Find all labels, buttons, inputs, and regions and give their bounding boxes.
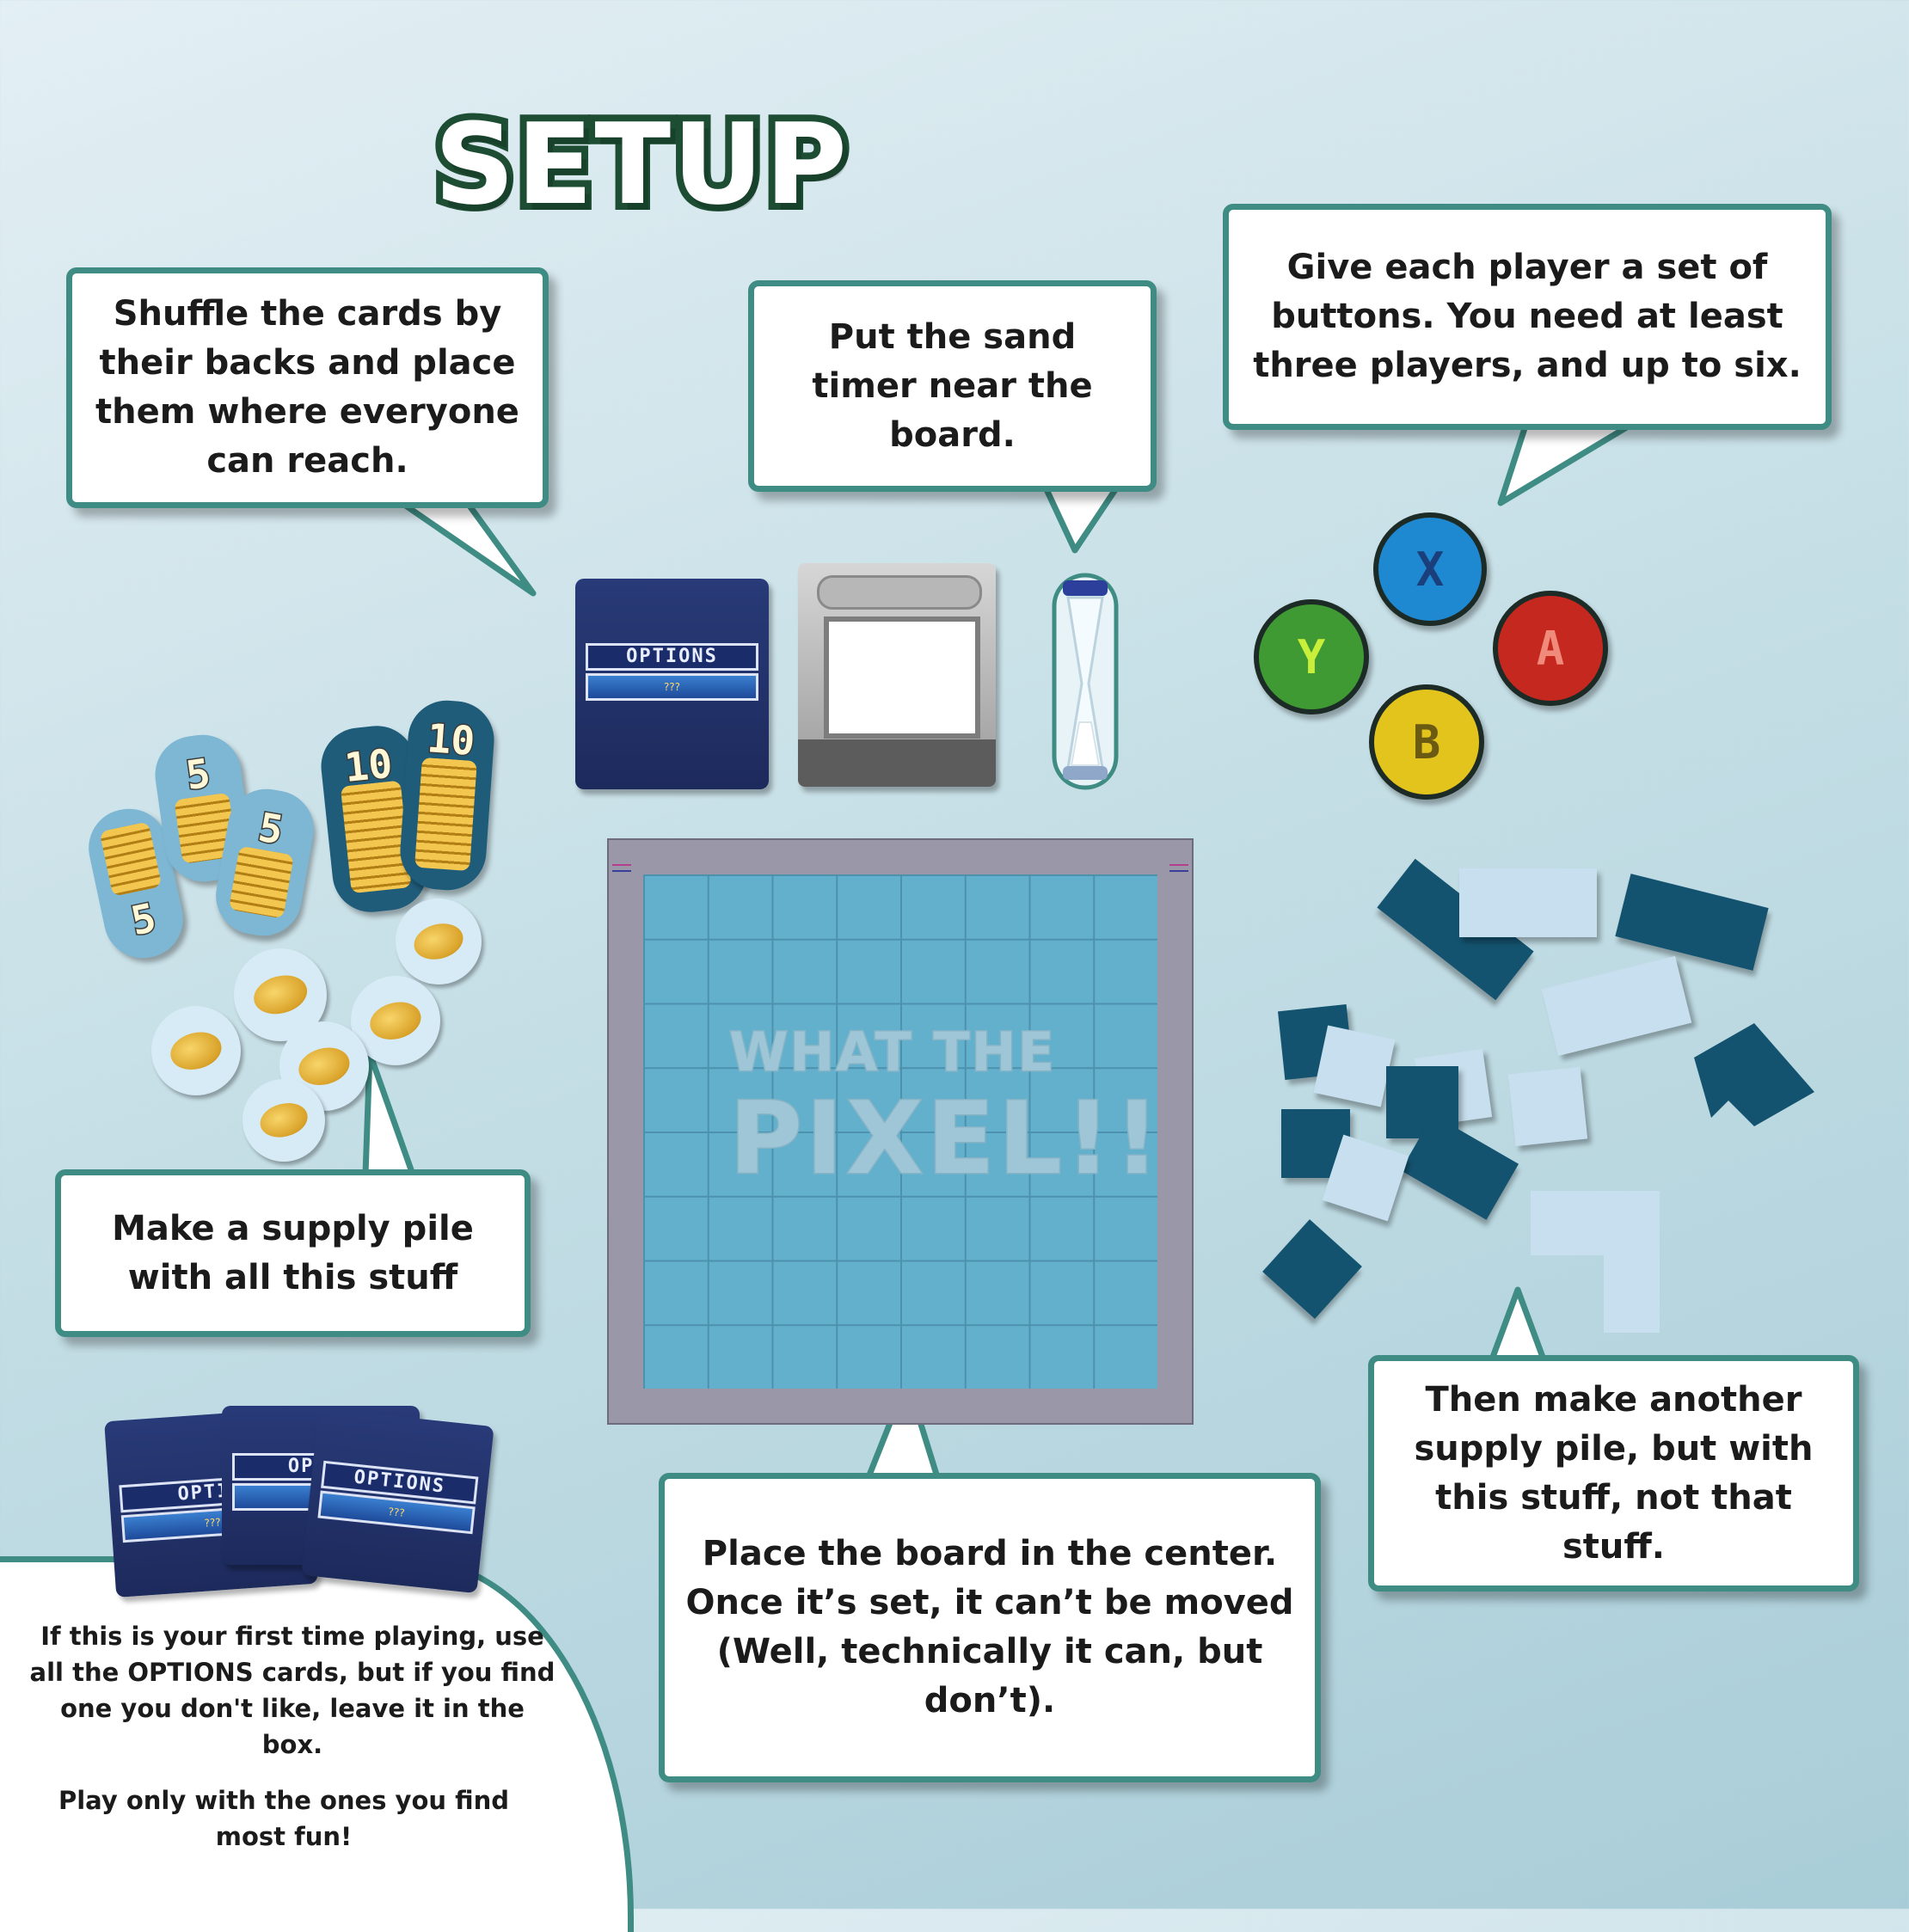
coin-stack-10: 10 [397, 697, 497, 893]
pixel-tile-dark-l [1694, 1023, 1814, 1126]
board-corner-mark [612, 864, 631, 872]
game-board: WHAT THE PIXEL!! [607, 838, 1194, 1425]
options-card: OPTIONS ??? [575, 579, 769, 789]
board-watermark-top: WHAT THE [728, 1020, 1056, 1085]
pixel-tile-light [1459, 868, 1597, 937]
cartridge-screen [824, 616, 980, 739]
pixel-tile-light-l [1531, 1191, 1660, 1333]
first-time-note: If this is your first time playing, use … [29, 1622, 556, 1759]
coin-stack-value: 10 [425, 714, 478, 766]
board-watermark-bottom: PIXEL!! [728, 1080, 1163, 1199]
coin-stack-value: 5 [126, 892, 161, 946]
coin-stack-value: 5 [254, 802, 288, 855]
button-a-letter: A [1536, 621, 1565, 676]
pixel-tile-light [1507, 1066, 1588, 1147]
button-a-token: A [1493, 591, 1608, 706]
board-grid: WHAT THE PIXEL!! [643, 874, 1161, 1389]
board-corner-mark [1169, 864, 1188, 872]
most-fun-note: Play only with the ones you find most fu… [58, 1786, 510, 1851]
button-b-token: B [1369, 684, 1484, 800]
coin-token [396, 899, 482, 984]
sand-timer-icon [1052, 573, 1119, 790]
first-time-note-panel: If this is your first time playing, use … [0, 1556, 634, 1932]
button-y-token: Y [1254, 599, 1369, 715]
cartridge-holder [798, 563, 996, 787]
bubble-place-board: Place the board in the center. Once it’s… [659, 1473, 1321, 1782]
pixel-tile-light [1313, 1025, 1396, 1107]
bubble-shuffle-cards: Shuffle the cards by their backs and pla… [66, 267, 549, 508]
bubble-supply-pile: Make a supply pile with all this stuff [55, 1169, 531, 1337]
cartridge-base [798, 739, 996, 787]
button-y-letter: Y [1297, 629, 1326, 684]
coin-token [242, 1079, 325, 1162]
options-card-bar: ??? [586, 673, 758, 701]
fanned-options-card: OPTIONS ??? [301, 1408, 494, 1594]
bubble-player-buttons: Give each player a set of buttons. You n… [1223, 204, 1832, 430]
coin-stack-value: 5 [181, 748, 214, 800]
bubble-another-supply-pile: Then make another supply pile, but with … [1368, 1355, 1859, 1592]
cartridge-slot [817, 575, 982, 610]
button-x-token: X [1373, 512, 1487, 626]
options-card-label: OPTIONS [586, 643, 758, 671]
button-b-letter: B [1412, 715, 1441, 770]
button-x-letter: X [1415, 542, 1445, 597]
bubble-sand-timer: Put the sand timer near the board. [748, 280, 1157, 492]
coin-token [151, 1006, 241, 1095]
page-title: SETUP [427, 92, 854, 236]
